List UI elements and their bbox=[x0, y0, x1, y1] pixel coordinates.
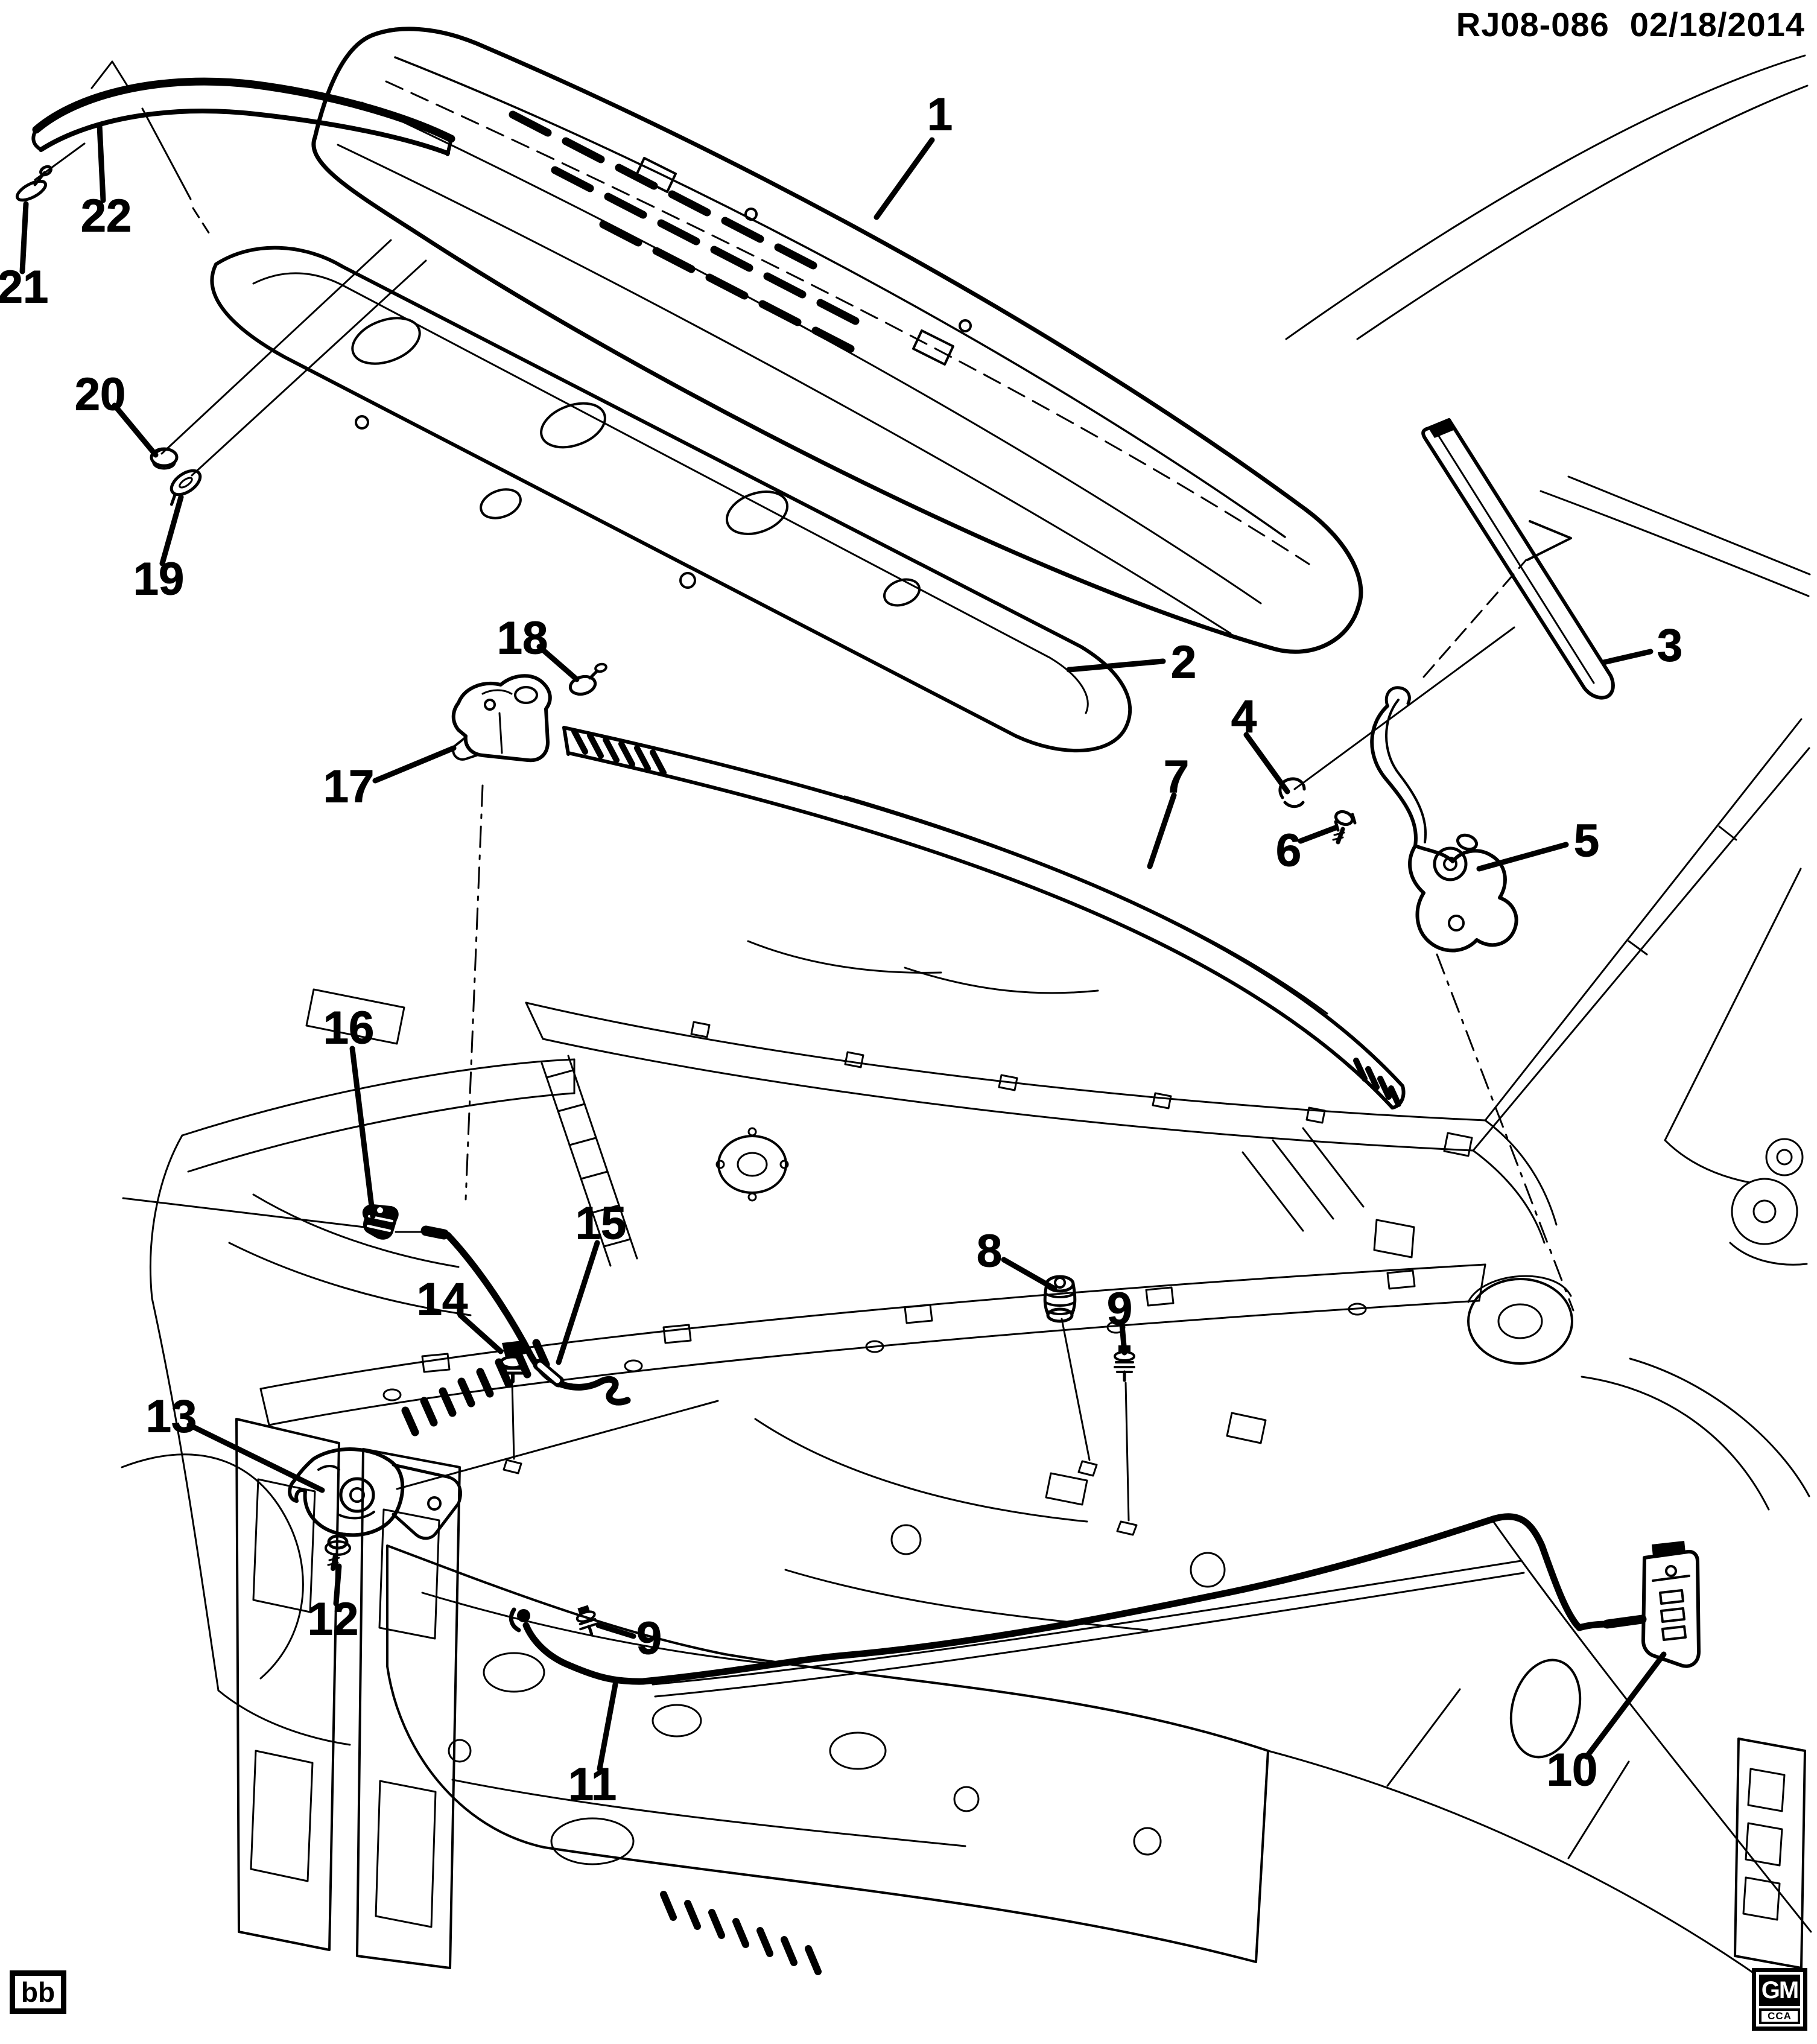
callout-9-leader bbox=[1119, 1322, 1127, 1356]
callout-20: 20 bbox=[75, 369, 126, 421]
callout-19-leader bbox=[159, 494, 184, 567]
part-cowl-bar bbox=[562, 726, 1406, 1109]
callout-21-leader bbox=[19, 201, 29, 275]
part-plug bbox=[568, 662, 607, 696]
callout-8: 8 bbox=[977, 1226, 1002, 1277]
part-bolt-12 bbox=[325, 1534, 351, 1571]
part-hood-latch bbox=[288, 1447, 462, 1540]
callout-5: 5 bbox=[1574, 816, 1599, 867]
callout-6-leader bbox=[1298, 825, 1339, 844]
callout-5-leader bbox=[1476, 842, 1569, 872]
part-weatherstrip bbox=[31, 77, 455, 156]
part-hood-insulator-panel bbox=[210, 246, 1132, 753]
callout-13: 13 bbox=[146, 1391, 197, 1443]
callout-1: 1 bbox=[927, 89, 953, 141]
callout-14: 14 bbox=[417, 1274, 468, 1325]
callout-18-leader bbox=[536, 644, 580, 682]
cowl-bar-hatch bbox=[571, 728, 1401, 1107]
sheet-code-box: bb bbox=[10, 1970, 66, 2014]
callout-9-leader bbox=[595, 1622, 636, 1639]
callout-1-leader bbox=[874, 137, 935, 220]
callout-7-leader bbox=[1147, 792, 1177, 869]
callout-9: 9 bbox=[636, 1613, 662, 1665]
callout-14-leader bbox=[457, 1312, 504, 1354]
callout-3: 3 bbox=[1657, 620, 1682, 671]
part-tree-clip-9b bbox=[576, 1605, 599, 1636]
gm-logo-subtext: CCA bbox=[1759, 2008, 1800, 2024]
callout-12: 12 bbox=[308, 1594, 359, 1645]
callout-8-leader bbox=[1001, 1257, 1058, 1292]
part-release-cable-rear bbox=[509, 1513, 1647, 1685]
part-release-cable-front bbox=[420, 1225, 631, 1406]
part-clip-14 bbox=[499, 1341, 526, 1383]
callout-22-leader bbox=[97, 122, 106, 203]
callout-11: 11 bbox=[568, 1759, 617, 1811]
sheet-code: bb bbox=[21, 1976, 55, 2008]
callout-4-leader bbox=[1243, 732, 1290, 795]
callout-13-leader bbox=[186, 1422, 325, 1493]
callout-20-leader bbox=[112, 402, 159, 458]
callout-12-leader bbox=[333, 1563, 342, 1607]
part-striker bbox=[451, 674, 552, 763]
callout-15: 15 bbox=[576, 1198, 627, 1249]
hood-vent-slats bbox=[509, 110, 860, 353]
callout-21: 21 bbox=[0, 262, 48, 313]
callout-18: 18 bbox=[497, 613, 548, 664]
callout-3-leader bbox=[1600, 649, 1654, 665]
drawing-date: 02/18/2014 bbox=[1629, 5, 1805, 43]
body-structure bbox=[121, 54, 1812, 1993]
callout-10: 10 bbox=[1547, 1745, 1598, 1796]
gm-logo: GM CCA bbox=[1752, 1968, 1807, 2031]
callout-16-leader bbox=[349, 1046, 376, 1219]
part-front-molding bbox=[1421, 418, 1615, 700]
callout-10-leader bbox=[1584, 1651, 1667, 1760]
callout-17: 17 bbox=[323, 761, 375, 813]
callout-16: 16 bbox=[323, 1003, 375, 1054]
part-release-handle bbox=[1641, 1541, 1701, 1668]
construction-lines bbox=[34, 60, 1574, 1536]
gm-logo-text: GM bbox=[1759, 1975, 1800, 2006]
callout-11-leader bbox=[597, 1681, 618, 1772]
callout-9: 9 bbox=[1107, 1284, 1132, 1335]
drawing-header: RJ08-086 02/18/2014 bbox=[1456, 5, 1805, 44]
callout-2: 2 bbox=[1171, 637, 1196, 688]
callout-22: 22 bbox=[81, 191, 132, 242]
callout-19: 19 bbox=[133, 554, 185, 605]
part-hood-outer-panel bbox=[311, 27, 1363, 654]
callout-7: 7 bbox=[1164, 752, 1189, 803]
drawing-id: RJ08-086 bbox=[1456, 5, 1609, 43]
callout-15-leader bbox=[556, 1240, 600, 1365]
part-cable-clip-16 bbox=[362, 1204, 399, 1240]
part-clip-19 bbox=[170, 469, 202, 506]
callout-17-leader bbox=[372, 745, 457, 784]
part-hinge bbox=[1370, 686, 1518, 953]
callout-4: 4 bbox=[1231, 691, 1257, 743]
callout-2-leader bbox=[1066, 658, 1166, 673]
callout-6: 6 bbox=[1276, 825, 1301, 877]
